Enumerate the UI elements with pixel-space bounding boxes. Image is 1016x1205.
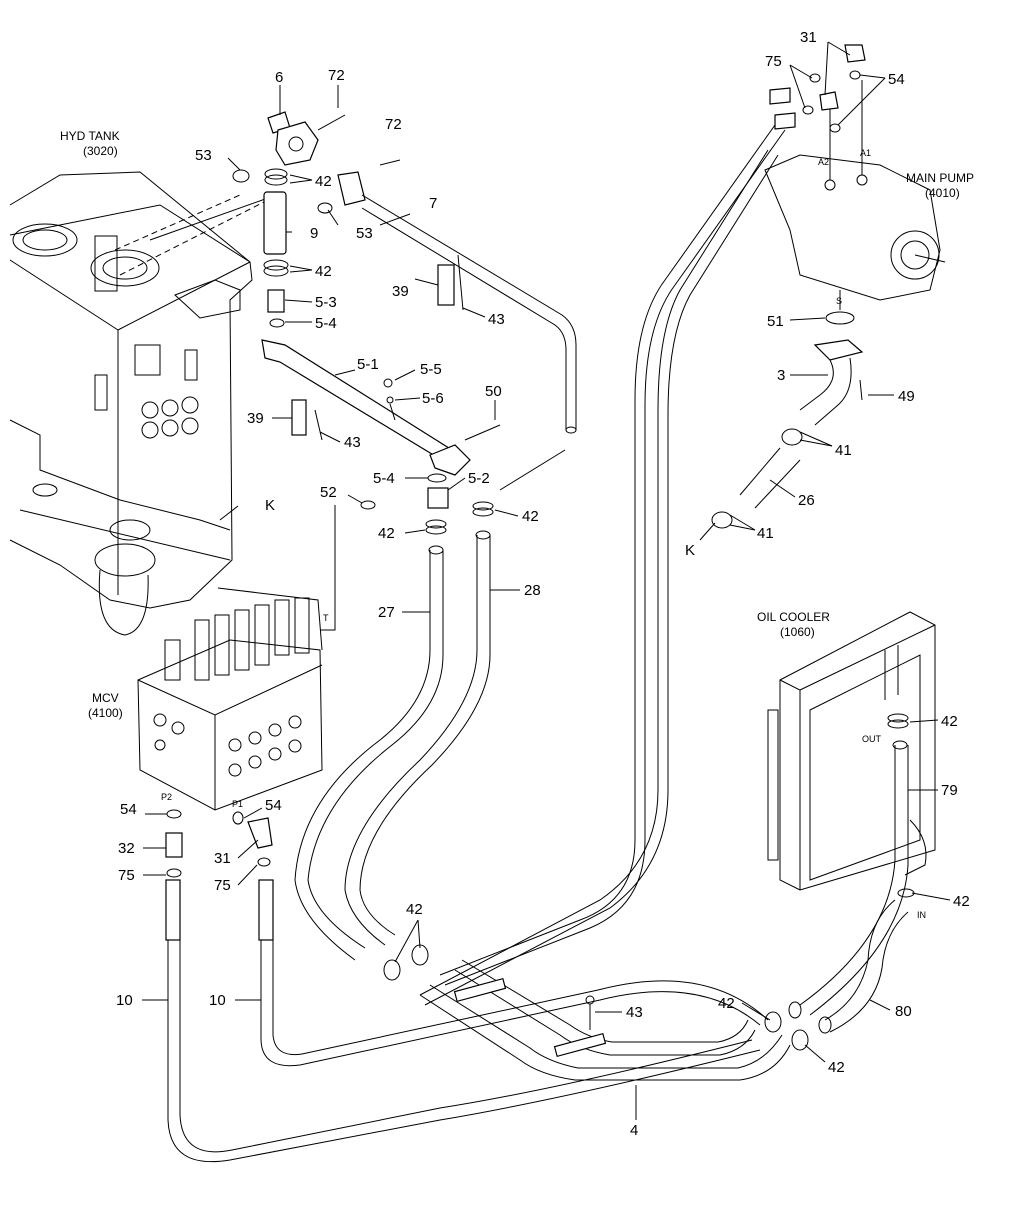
callout-42b: 42 — [315, 263, 332, 280]
main-pump-code: (4010) — [925, 186, 960, 200]
callout-42e: 42 — [941, 713, 958, 730]
callout-32: 32 — [118, 840, 135, 857]
port-t: T — [323, 613, 329, 623]
port-p1: P1 — [232, 799, 243, 809]
callout-52: 52 — [320, 484, 337, 501]
callout-42d: 42 — [378, 525, 395, 542]
callout-42i: 42 — [406, 901, 423, 918]
callout-Kb: K — [685, 542, 695, 559]
callout-54b: 54 — [120, 801, 137, 818]
callout-41b: 41 — [757, 525, 774, 542]
callout-6: 6 — [275, 69, 283, 86]
callout-42h: 42 — [828, 1059, 845, 1076]
callout-54a: 54 — [888, 71, 905, 88]
callout-7: 7 — [429, 195, 437, 212]
hoses-10 — [165, 879, 769, 1163]
suction-pipe — [711, 339, 864, 529]
hyd-tank-drawing — [9, 171, 269, 636]
suction-fittings — [261, 111, 501, 510]
callout-9: 9 — [310, 225, 318, 242]
callout-5-2: 5-2 — [468, 470, 490, 487]
callout-31b: 31 — [214, 850, 231, 867]
callout-43a: 43 — [488, 311, 505, 328]
callout-31a: 31 — [800, 29, 817, 46]
callout-39a: 39 — [392, 283, 409, 300]
callout-54c: 54 — [265, 797, 282, 814]
main-pump-drawing — [764, 44, 946, 325]
callout-39b: 39 — [247, 410, 264, 427]
callout-10b: 10 — [209, 992, 226, 1009]
callout-27: 27 — [378, 604, 395, 621]
callout-43b: 43 — [344, 434, 361, 451]
port-a1: A1 — [860, 148, 871, 158]
return-pipe-7 — [232, 159, 577, 434]
leader-lines — [142, 41, 951, 1120]
callout-41a: 41 — [835, 442, 852, 459]
callout-Ka: K — [265, 497, 275, 514]
callout-53a: 53 — [195, 147, 212, 164]
hoses-27-28 — [294, 449, 566, 961]
mcv-drawing — [137, 505, 336, 878]
mcv-name: MCV — [92, 691, 119, 705]
callout-72a: 72 — [328, 67, 345, 84]
pump-hoses — [419, 87, 796, 1006]
callout-28: 28 — [524, 582, 541, 599]
hoses-79-80 — [788, 745, 927, 1034]
hyd-tank-name: HYD TANK — [60, 129, 120, 143]
callout-42a: 42 — [315, 173, 332, 190]
callout-53b: 53 — [356, 225, 373, 242]
callout-50: 50 — [485, 383, 502, 400]
port-out: OUT — [862, 734, 882, 744]
pipe-4 — [383, 944, 809, 1081]
callout-75b: 75 — [118, 867, 135, 884]
callout-72b: 72 — [385, 116, 402, 133]
callout-5-3: 5-3 — [315, 294, 337, 311]
port-a2: A2 — [818, 157, 829, 167]
part-callouts: 6 72 72 53 42 7 9 53 42 39 5-3 43 5-4 5-… — [116, 29, 970, 1139]
callout-42g: 42 — [718, 995, 735, 1012]
hyd-tank-code: (3020) — [83, 144, 118, 158]
callout-5-5: 5-5 — [420, 361, 442, 378]
callout-26: 26 — [798, 492, 815, 509]
callout-3: 3 — [777, 367, 785, 384]
callout-49: 49 — [898, 388, 915, 405]
port-p2: P2 — [161, 792, 172, 802]
callout-51: 51 — [767, 313, 784, 330]
oil-cooler-code: (1060) — [780, 625, 815, 639]
callout-10a: 10 — [116, 992, 133, 1009]
port-in: IN — [917, 910, 926, 920]
port-labels: A1 A2 S T P1 P2 OUT IN — [161, 148, 926, 920]
callout-4: 4 — [630, 1122, 638, 1139]
mcv-code: (4100) — [88, 706, 123, 720]
port-s: S — [836, 296, 842, 306]
component-labels: HYD TANK (3020) MAIN PUMP (4010) OIL COO… — [60, 129, 974, 720]
callout-5-1: 5-1 — [357, 356, 379, 373]
main-pump-name: MAIN PUMP — [906, 171, 974, 185]
oil-cooler-name: OIL COOLER — [757, 610, 830, 624]
callout-79: 79 — [941, 782, 958, 799]
callout-43c: 43 — [626, 1004, 643, 1021]
callout-75a: 75 — [765, 53, 782, 70]
oil-cooler-drawing — [767, 611, 936, 891]
callout-5-6: 5-6 — [422, 390, 444, 407]
callout-42f: 42 — [953, 893, 970, 910]
callout-75c: 75 — [214, 877, 231, 894]
callout-80: 80 — [895, 1003, 912, 1020]
callout-5-4b: 5-4 — [373, 470, 395, 487]
callout-42c: 42 — [522, 508, 539, 525]
callout-5-4a: 5-4 — [315, 315, 337, 332]
